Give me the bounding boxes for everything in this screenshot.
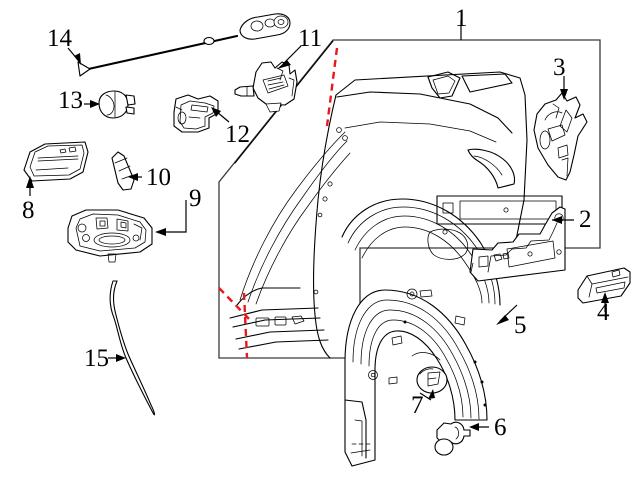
leader-11 <box>277 45 302 69</box>
callout-label-12: 12 <box>225 121 250 148</box>
callout-label-11: 11 <box>298 25 323 52</box>
leader-3 <box>560 76 568 100</box>
part-fuel-door-lock-actuator <box>234 61 298 113</box>
leader-8 <box>26 176 34 196</box>
leader-9 <box>155 200 187 236</box>
part-emergency-release-knob <box>98 90 136 119</box>
callout-label-7: 7 <box>411 392 424 419</box>
part-fuel-filler-housing <box>67 209 153 263</box>
leader-7 <box>419 389 435 401</box>
part-quarter-panel-assembly <box>229 40 563 359</box>
leader-15 <box>108 354 126 362</box>
leader-5 <box>496 304 518 325</box>
callout-label-13: 13 <box>58 87 83 114</box>
callout-label-6: 6 <box>494 414 507 441</box>
callout-label-2: 2 <box>579 206 592 233</box>
callout-label-3: 3 <box>553 54 566 81</box>
part-wheelhouse-liner <box>344 288 488 467</box>
part-release-cable-rod <box>77 13 291 77</box>
part-fuel-filler-door-panel <box>23 141 89 182</box>
leader-10 <box>128 173 142 181</box>
leader-13 <box>84 100 100 108</box>
dashed-section-line-lower <box>218 287 253 359</box>
part-grommet-plug <box>416 366 448 394</box>
callout-label-10: 10 <box>146 164 171 191</box>
part-fuel-door-hinge-pin <box>111 151 135 191</box>
callout-label-14: 14 <box>47 25 72 52</box>
part-rear-body-reinforcement-bracket <box>469 206 566 282</box>
part-upper-pillar-reinforcement <box>533 92 588 181</box>
callout-label-4: 4 <box>597 299 610 326</box>
dashed-section-line-upper <box>325 47 339 127</box>
part-actuator-mounting-bracket <box>173 94 219 133</box>
callout-label-1: 1 <box>455 5 468 32</box>
callout-label-8: 8 <box>22 197 35 224</box>
leader-2 <box>552 216 574 224</box>
callout-label-9: 9 <box>189 185 202 212</box>
leader-4 <box>601 292 609 312</box>
part-lower-trim-molding <box>577 267 631 304</box>
callout-label-5: 5 <box>514 312 527 339</box>
part-push-in-retainer-clip <box>434 421 471 456</box>
leader-6 <box>469 423 489 431</box>
part-water-deflector-strip <box>109 280 156 416</box>
leader-14 <box>67 47 81 65</box>
callout-label-15: 15 <box>84 345 109 372</box>
leader-12 <box>211 107 230 123</box>
